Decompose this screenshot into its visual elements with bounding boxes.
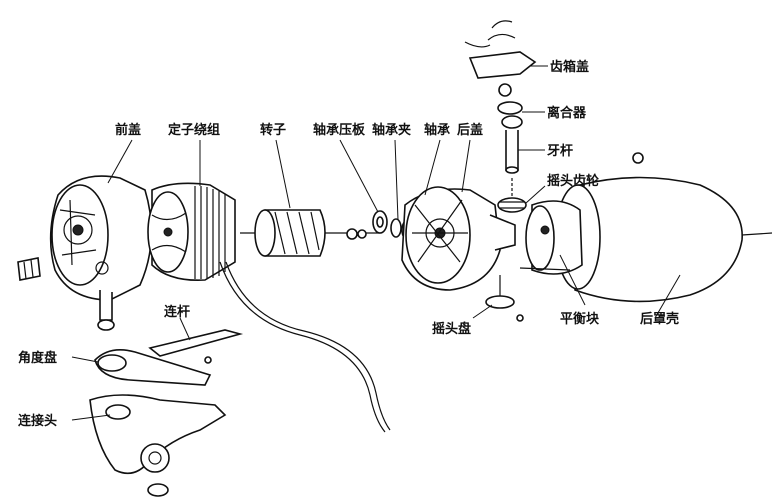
rotor-part [240, 209, 380, 257]
stator-winding-part [147, 182, 391, 433]
label-stator-winding: 定子绕组 [167, 122, 220, 138]
label-bearing-clip: 轴承夹 [372, 122, 411, 138]
rear-cover-part [401, 186, 516, 291]
label-worm-shaft: 牙杆 [547, 143, 573, 159]
label-bearing-plate: 轴承压板 [313, 122, 366, 138]
label-front-cover: 前盖 [115, 122, 141, 138]
base-linkage-part [89, 329, 244, 497]
rear-housing-part [519, 152, 773, 303]
gearbox-part [464, 20, 537, 213]
label-rotor: 转子 [260, 122, 286, 138]
label-rear-cover: 后盖 [457, 122, 483, 138]
part-labels: 前盖 定子绕组 转子 轴承压板 轴承夹 轴承 后盖 齿箱盖 离合器 牙杆 摇头齿… [18, 59, 679, 429]
label-clutch: 离合器 [547, 105, 587, 121]
front-cover-part [17, 175, 153, 331]
label-rear-housing: 后罩壳 [640, 311, 679, 327]
label-connector: 连接头 [18, 413, 57, 429]
label-connecting-rod: 连杆 [164, 304, 190, 320]
label-oscillating-disc: 摇头盘 [432, 321, 471, 337]
label-bearing: 轴承 [424, 122, 450, 138]
label-gearbox-cover: 齿箱盖 [550, 59, 589, 75]
label-angle-plate: 角度盘 [18, 350, 57, 366]
label-oscillating-gear: 摇头齿轮 [547, 173, 599, 189]
oscillating-disc-part [485, 275, 524, 322]
leader-lines [71, 65, 681, 421]
label-balance-block: 平衡块 [560, 311, 600, 327]
